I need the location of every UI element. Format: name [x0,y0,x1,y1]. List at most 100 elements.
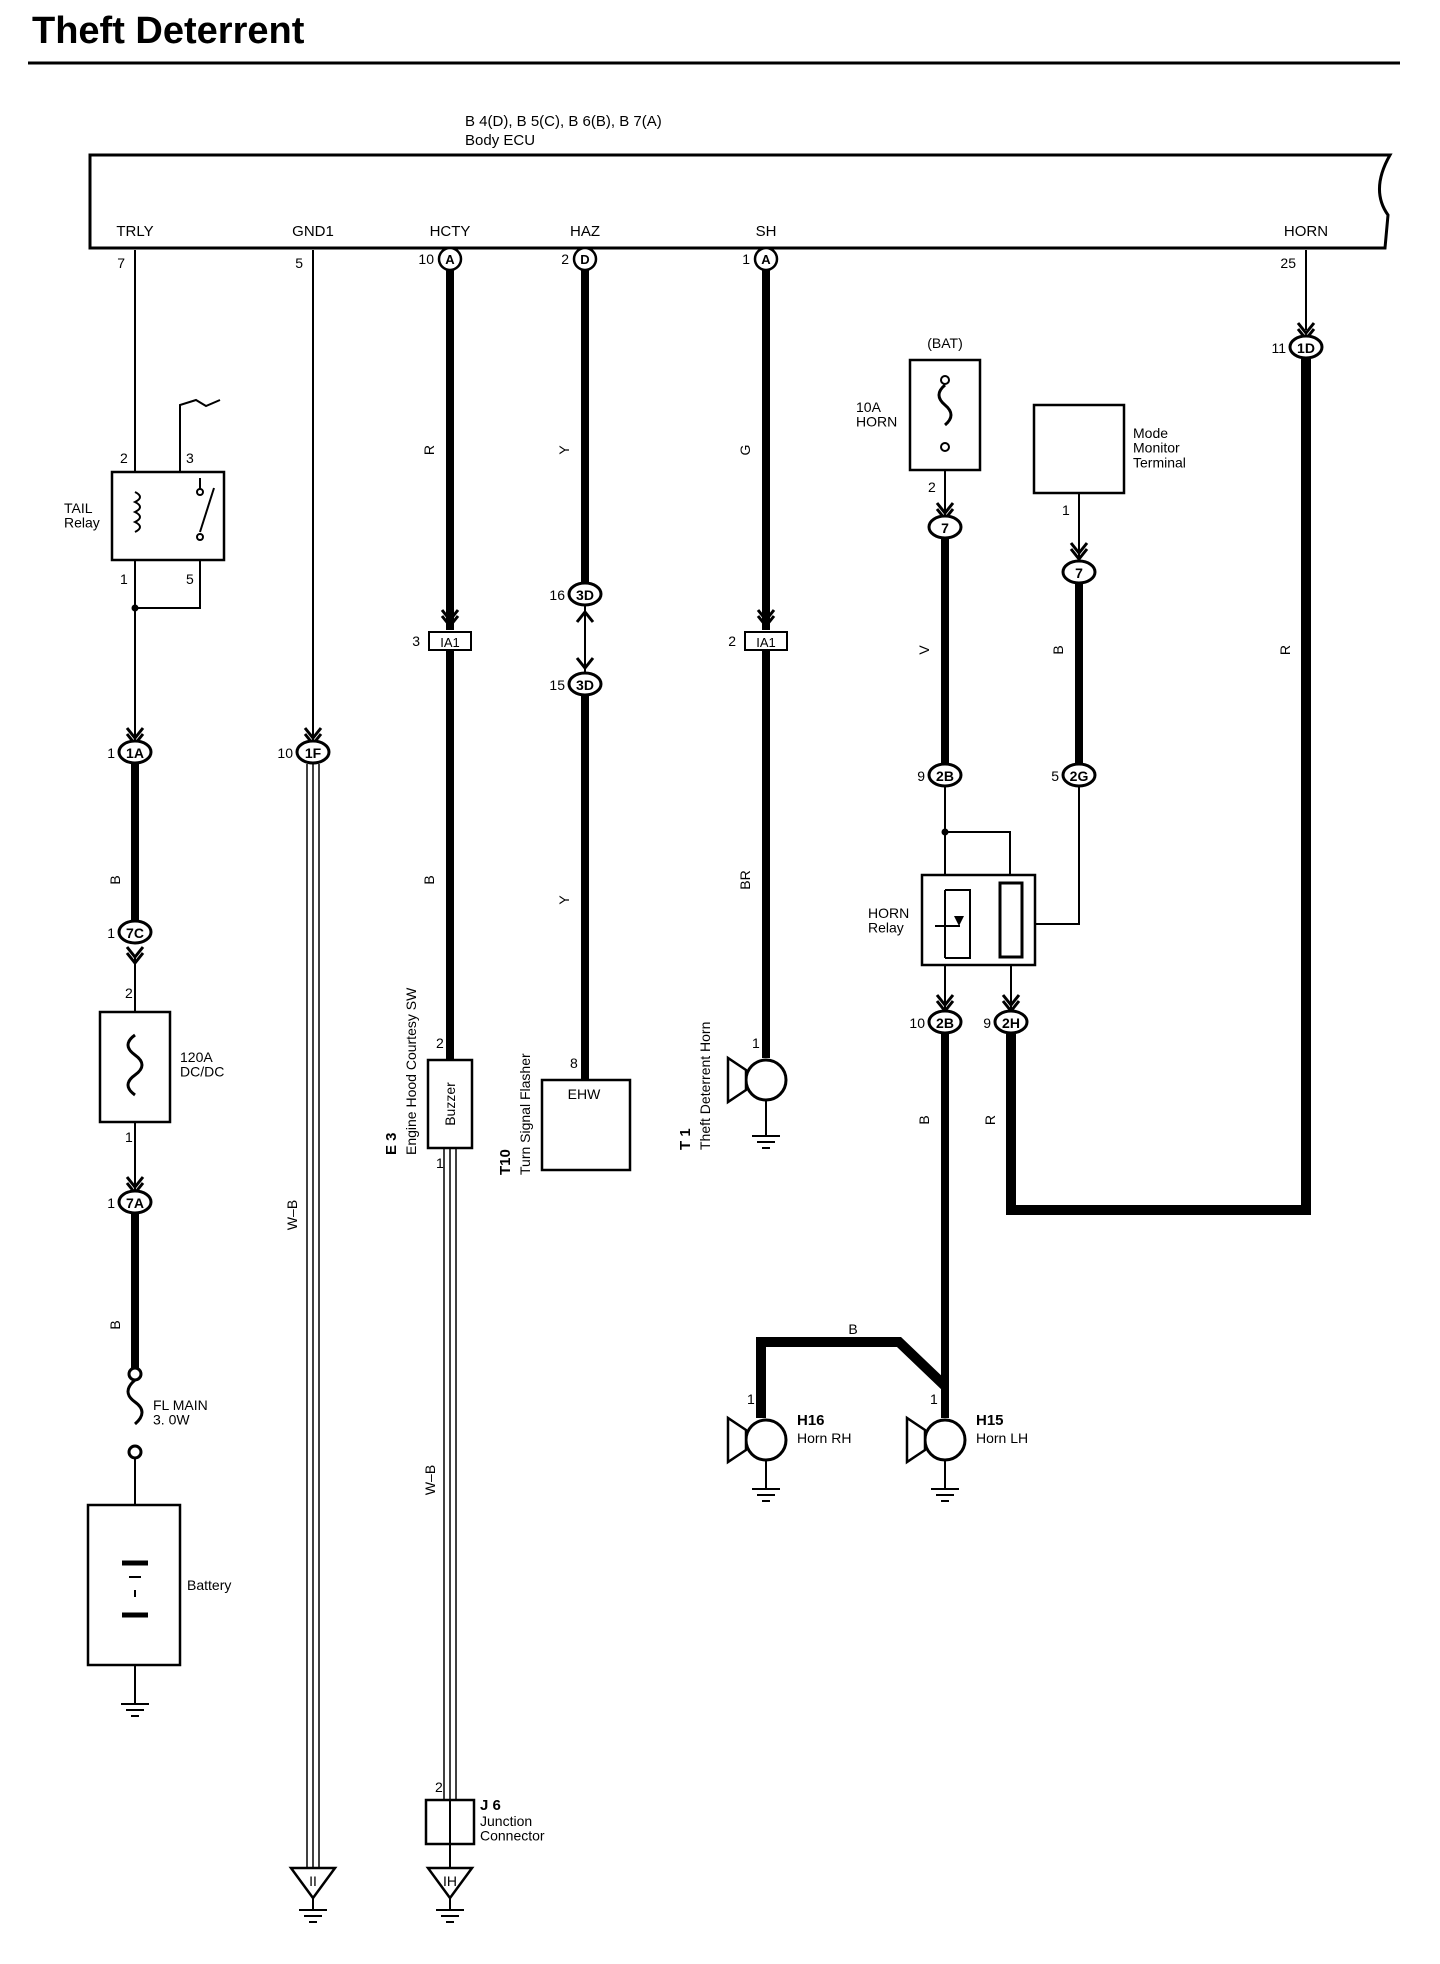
flasher-ref: T10 [497,1149,514,1175]
chevron [1296,322,1316,336]
ecu-terminal-sh: SH [756,223,777,240]
connector-ia1-label: IA1 [440,635,460,650]
chevron [575,609,595,623]
horn-lh-pin: 1 [930,1391,938,1407]
horn-rh-ref: H16 [797,1412,825,1429]
ecu-terminal-pin: 25 [1280,255,1296,271]
chevron [756,615,776,629]
connector-7c-pin: 1 [107,925,115,941]
connector-3d-label: 3D [576,677,594,693]
connector-1f [295,739,331,765]
ecu-terminal-haz: HAZ [570,223,600,240]
label-line: FL MAIN [153,1397,208,1413]
connector-2b-out-pin: 10 [909,1015,925,1031]
connector-1d-pin: 11 [1271,340,1286,356]
flasher-pin: 8 [570,1055,578,1071]
connector-ia1-pin: 3 [412,633,420,649]
chevron [935,502,955,516]
wire-color: G [737,445,753,456]
horn-lh-ref: H15 [976,1412,1004,1429]
label-line: Connector [480,1828,545,1844]
ground-ii [288,1866,338,1901]
ecu-terminal-pin: 5 [295,255,303,271]
wire-color: Y [556,445,572,455]
label-line: DC/DC [180,1064,224,1080]
label-line: Mode [1133,425,1168,441]
connector-7a [117,1189,153,1215]
horn-relay-diode [954,916,964,926]
connector-2b-out [927,1009,963,1035]
connector-7c [117,919,153,945]
battery-label: Battery [187,1577,231,1593]
ecu-terminal-hcty: HCTY [430,223,471,240]
fl-main-terminal [127,1444,143,1460]
chevron [1069,542,1089,556]
connector-ia1b-label: IA1 [756,635,776,650]
ecu-terminal-conn: A [761,252,771,267]
junction-ref: J 6 [480,1797,501,1814]
label-line: HORN [856,414,897,430]
buzzer-pin: 2 [436,1035,444,1051]
wire-color: W–B [284,1200,300,1230]
connector-7c-label: 7C [126,925,144,941]
ground-ih [425,1866,475,1901]
fuse-dcdc-element [126,1033,144,1097]
tail-relay-pin: 1 [120,571,128,587]
connector-1d-label: 1D [1297,340,1315,356]
bat-label: (BAT) [927,335,963,351]
connector-1a-pin: 1 [107,745,115,761]
wire-color: B [107,875,123,884]
connector-2g-pin: 5 [1051,768,1059,784]
ecu-terminal-trly: TRLY [116,223,153,240]
connector-7-b-label: 7 [1075,565,1083,581]
connector-2g [1061,762,1097,788]
label-line: HORN [868,905,909,921]
connector-1a [117,739,153,765]
ecu-terminal-conn: D [580,252,589,267]
battery-box [86,1503,182,1667]
connector-3d-label: 3D [576,587,594,603]
wire-color: Y [556,895,572,905]
connector-ia1b-pin: 2 [728,633,736,649]
label-line: Relay [64,515,100,531]
connector-7a-label: 7A [126,1195,144,1211]
fuse-dcdc-box [98,1010,172,1124]
connector-2h [993,1009,1029,1035]
horn-lh-bell [905,1415,927,1465]
wire-color: B [848,1321,857,1337]
mode-monitor-box [1032,403,1126,495]
flasher-box [540,1078,632,1172]
wire-color: B [107,1320,123,1329]
tail-relay-out [134,560,201,609]
ecu-terminal-pin: 7 [117,255,125,271]
ecu-terminal-pin: 1 [742,251,750,267]
wire-color: B [916,1115,932,1124]
chevron [1069,548,1089,562]
ground-ih-label: IH [443,1873,457,1889]
connector-7-b [1061,559,1097,585]
mode-monitor-pin: 1 [1062,502,1070,518]
connector-2b-out-label: 2B [936,1015,954,1031]
ecu-terminal-gnd1: GND1 [292,223,334,240]
fuse-horn-pin: 2 [928,479,936,495]
chevron [935,994,955,1008]
page-title: Theft Deterrent [32,10,305,52]
tail-relay-feed [179,398,221,472]
label-line: 3. 0W [153,1412,190,1428]
connector-3d [567,671,603,697]
chevron [440,609,460,623]
flasher-name: Turn Signal Flasher [517,1053,533,1175]
theft-horn-bell [726,1055,748,1105]
horn-rh [744,1418,788,1462]
label-line: Junction [480,1813,532,1829]
fl-main-terminal [127,1366,143,1382]
buzzer-pin: 1 [436,1155,444,1171]
flasher-label: EHW [568,1086,601,1102]
wire-color: B [421,875,437,884]
ecu-terminal-conn: A [445,252,455,267]
wire-color: BR [737,870,753,889]
theft-horn-pin: 1 [752,1035,760,1051]
